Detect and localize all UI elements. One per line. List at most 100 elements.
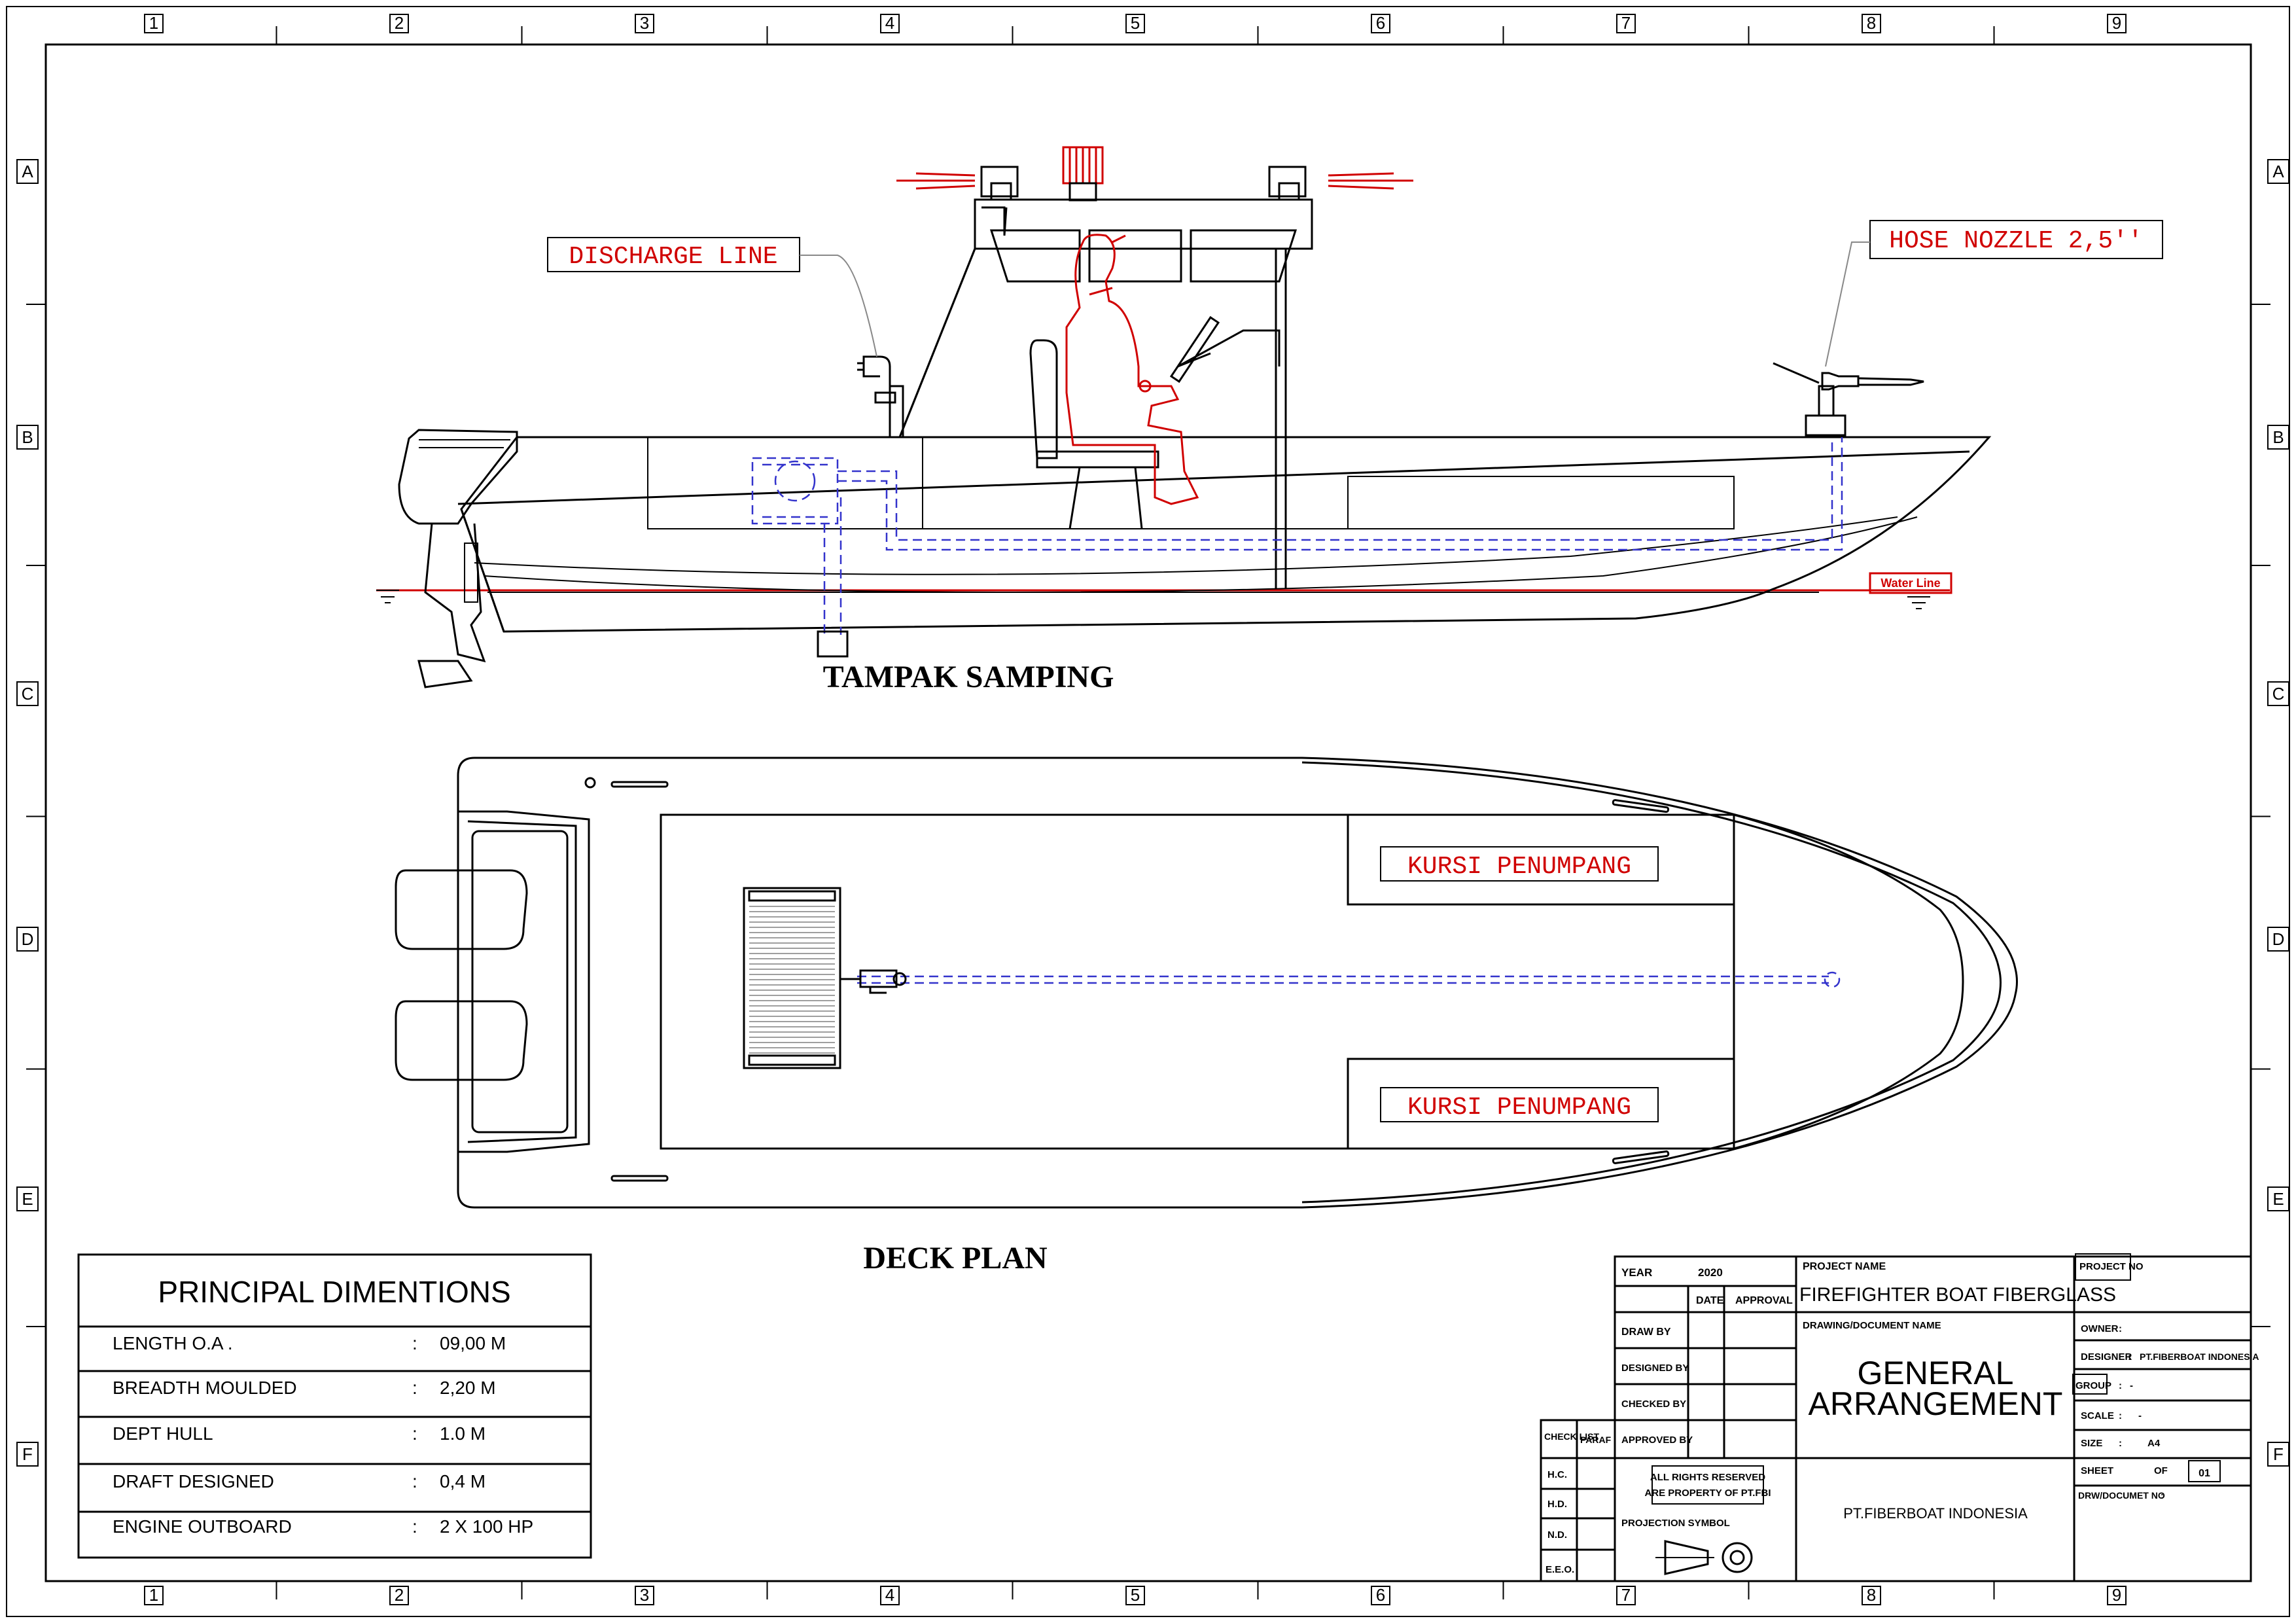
approval-label: APPROVAL xyxy=(1735,1295,1793,1306)
rights-line-1: ALL RIGHTS RESERVED xyxy=(1650,1472,1765,1483)
zone-row-box xyxy=(2267,681,2289,706)
scale-label: SCALE xyxy=(2081,1410,2114,1421)
zone-col-label: 5 xyxy=(1131,1585,1140,1605)
drawing-name-line1: GENERAL xyxy=(1858,1355,2014,1391)
drawing-no-label: DRW/DOCUMET NO xyxy=(2078,1490,2165,1501)
operator-figure xyxy=(1065,234,1199,505)
dimension-colon: : xyxy=(412,1333,417,1353)
chine-line-1 xyxy=(474,516,1898,575)
dimensions-title: PRINCIPAL DIMENTIONS xyxy=(158,1275,510,1309)
zone-col-label: 3 xyxy=(640,13,649,33)
zone-row-box xyxy=(16,1442,39,1467)
projection-symbol xyxy=(1655,1540,1753,1575)
size-value: A4 xyxy=(2147,1438,2161,1449)
zone-col-label: 9 xyxy=(2112,1585,2121,1605)
projection-label: PROJECTION SYMBOL xyxy=(1621,1518,1730,1529)
zone-row-label: C xyxy=(22,684,34,704)
checked-by-label: CHECKED BY xyxy=(1621,1399,1686,1410)
dimension-value: 2 X 100 HP xyxy=(440,1516,533,1537)
fire-main-pipe xyxy=(838,437,1843,551)
zone-col-box xyxy=(1125,14,1145,33)
zone-row-box xyxy=(16,159,39,184)
dimension-value: 1.0 M xyxy=(440,1423,486,1444)
zone-row-box xyxy=(2267,927,2289,952)
sea-suction-pipe xyxy=(823,497,842,635)
zone-col-box xyxy=(1616,1586,1636,1605)
deck-fire-main xyxy=(857,975,1829,984)
discharge-leader xyxy=(800,255,877,357)
designer-value: PT.FIBERBOAT INDONESIA xyxy=(2140,1351,2259,1362)
dimension-colon: : xyxy=(412,1516,417,1537)
cleat-fwd-port xyxy=(1612,799,1670,813)
zone-row-box xyxy=(16,681,39,706)
zone-col-label: 5 xyxy=(1131,13,1140,33)
zone-row-label: F xyxy=(22,1444,33,1464)
nozzle-leader xyxy=(1825,241,1870,367)
drawing-name-label: DRAWING/DOCUMENT NAME xyxy=(1803,1320,1941,1331)
cleat-fwd-stbd xyxy=(1612,1150,1670,1164)
cleat-aft-port xyxy=(610,781,669,788)
group-value: - xyxy=(2130,1380,2133,1391)
group-label: GROUP xyxy=(2075,1380,2111,1391)
windshield-left xyxy=(989,229,1081,283)
dimension-value: 2,20 M xyxy=(440,1378,496,1398)
dimension-label: ENGINE OUTBOARD xyxy=(113,1516,292,1537)
zone-col-label: 7 xyxy=(1621,1585,1631,1605)
outboard-engine-top-port xyxy=(395,869,528,950)
searchlight-right xyxy=(1268,166,1413,201)
zone-col-box xyxy=(1125,1586,1145,1605)
transom xyxy=(460,508,505,632)
searchlight-left xyxy=(896,166,1019,201)
passenger-seat-stbd xyxy=(1347,1058,1735,1150)
zone-row-label: A xyxy=(22,162,33,181)
zone-col-box xyxy=(144,1586,164,1605)
zone-row-label: E xyxy=(2272,1189,2284,1209)
zone-col-label: 4 xyxy=(885,1585,894,1605)
zone-row-box xyxy=(2267,425,2289,450)
deck-nozzle-point xyxy=(1824,971,1841,988)
dimension-value: 09,00 M xyxy=(440,1333,506,1353)
beacon-light xyxy=(1062,146,1104,202)
dimension-label: DEPT HULL xyxy=(113,1423,213,1444)
dimension-label: LENGTH O.A . xyxy=(113,1333,233,1353)
side-compartment-fwd xyxy=(1347,476,1735,529)
check-hc: H.C. xyxy=(1547,1469,1567,1480)
deck-hatch xyxy=(743,887,841,1069)
check-hd: H.D. xyxy=(1547,1499,1567,1510)
zone-col-label: 2 xyxy=(395,13,404,33)
zone-row-label: D xyxy=(22,929,34,949)
check-nd: N.D. xyxy=(1547,1529,1567,1541)
sheet-label: SHEET xyxy=(2081,1465,2113,1476)
zone-col-box xyxy=(1862,14,1881,33)
deck-discharge-fitting xyxy=(841,969,907,994)
check-eeo: E.E.O. xyxy=(1545,1564,1574,1575)
owner-label: OWNER xyxy=(2081,1323,2119,1334)
seat-stbd-label: KURSI PENUMPANG xyxy=(1407,1094,1631,1122)
sheet-frame xyxy=(6,6,2290,1617)
zone-row-label: F xyxy=(2273,1444,2284,1464)
zone-col-box xyxy=(880,14,900,33)
dimension-label: DRAFT DESIGNED xyxy=(113,1471,274,1491)
zone-col-label: 6 xyxy=(1376,13,1385,33)
seat-port-label: KURSI PENUMPANG xyxy=(1407,853,1631,881)
dimension-colon: : xyxy=(412,1378,417,1398)
zone-row-box xyxy=(16,1186,39,1211)
discharge-line-label: DISCHARGE LINE xyxy=(569,243,777,271)
fire-pump xyxy=(751,457,839,525)
principal-dimensions-table: PRINCIPAL DIMENTIONS LENGTH O.A .: 09,00 … xyxy=(77,1253,592,1559)
dimension-value: 0,4 M xyxy=(440,1471,486,1491)
steering-wheel xyxy=(1169,315,1220,383)
zone-row-box xyxy=(2267,1442,2289,1467)
title-block: YEAR 2020 DATE APPROVAL DRAW BY DESIGNED… xyxy=(1540,1253,2259,1582)
windshield-mid xyxy=(1088,229,1182,283)
zone-col-box xyxy=(1862,1586,1881,1605)
svg-text::: : xyxy=(2128,1351,2131,1363)
zone-col-box xyxy=(1371,1586,1390,1605)
zone-col-box xyxy=(1371,14,1390,33)
zone-row-label: D xyxy=(2272,929,2285,949)
